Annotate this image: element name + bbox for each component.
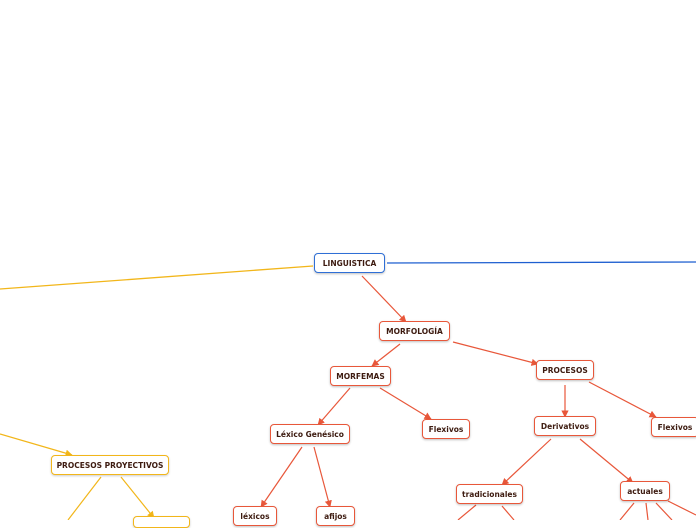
node-flexivos-procesos[interactable]: Flexivos: [651, 417, 696, 437]
connector-root-left-branch: [0, 265, 314, 290]
node-procesos-proyectivos[interactable]: PROCESOS PROYECTIVOS: [51, 455, 169, 475]
node-procesos[interactable]: PROCESOS: [536, 360, 594, 380]
connector-derivativos-tradicionales: [501, 438, 552, 486]
node-actuales[interactable]: actuales: [620, 481, 670, 501]
node-afijos[interactable]: afijos: [316, 506, 355, 526]
connector-morfemas-flexivos: [379, 387, 432, 420]
node-tradicionales[interactable]: tradicionales: [456, 484, 523, 504]
connector-to-procesos-proyectivos: [0, 433, 73, 457]
connector-lexico-lexicos: [260, 446, 303, 508]
connector-morfologia-procesos: [452, 341, 539, 366]
connector-actuales-child-3: [655, 502, 673, 520]
node-linguistica[interactable]: LINGUISTICA: [314, 253, 385, 273]
connector-derivativos-actuales: [579, 438, 634, 484]
node-lexico-genesico[interactable]: Léxico Genésico: [270, 424, 350, 444]
connector-root-right-branch: [386, 261, 696, 264]
connector-proyectivos-left-child: [67, 476, 102, 520]
connector-actuales-child-4: [667, 500, 696, 516]
connector-procesos-flexivos: [588, 381, 657, 418]
connector-lexico-afijos: [313, 446, 332, 508]
node-proyectivos-child[interactable]: [133, 516, 190, 528]
connector-actuales-child-2: [645, 502, 649, 520]
connector-proyectivos-right-child: [120, 476, 155, 519]
connector-morfemas-lexico: [317, 387, 351, 426]
node-morfemas[interactable]: MORFEMAS: [330, 366, 391, 386]
node-lexicos[interactable]: léxicos: [233, 506, 277, 526]
connector-morfologia-morfemas: [371, 343, 401, 367]
connector-tradicionales-child-1: [457, 504, 477, 520]
node-flexivos-morfemas[interactable]: Flexivos: [422, 419, 470, 439]
connector-actuales-child-1: [619, 502, 635, 520]
connector-root-morfologia: [361, 275, 407, 323]
node-morfologia[interactable]: MORFOLOGÍA: [379, 321, 450, 341]
node-derivativos[interactable]: Derivativos: [534, 416, 596, 436]
connector-tradicionales-child-2: [501, 505, 515, 520]
